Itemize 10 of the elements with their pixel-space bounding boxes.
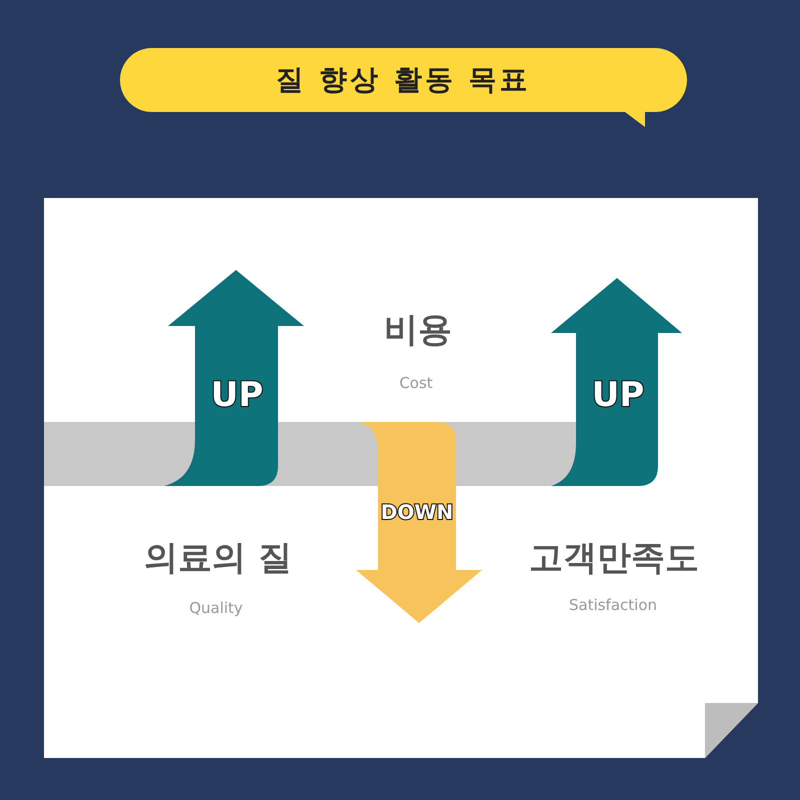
category-subtitle: Satisfaction (568, 596, 658, 614)
category-subtitle: Quality (189, 599, 243, 617)
title-text: 질 향상 활동 목표 (275, 62, 531, 98)
category-heading: 의료의 질 (144, 537, 292, 580)
category-heading: 비용 (384, 309, 452, 352)
category-subtitle: Cost (399, 374, 433, 392)
arrow-label: DOWN (380, 500, 454, 524)
category-heading: 고객만족도 (529, 537, 699, 580)
arrow-label: UP (592, 375, 644, 415)
arrow-label: UP (210, 375, 264, 415)
